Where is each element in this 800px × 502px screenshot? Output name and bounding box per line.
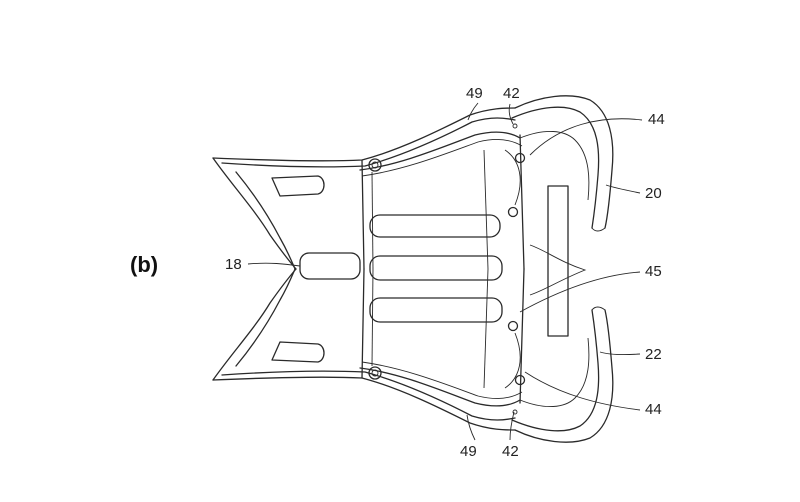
figure-label: (b)	[130, 252, 158, 277]
seat-bottom-half	[212, 268, 614, 443]
ref-20: 20	[645, 185, 662, 202]
ref-42-top: 42	[503, 85, 520, 102]
rear-panel	[547, 185, 569, 337]
ref-44-top: 44	[648, 111, 665, 128]
pad-lower	[369, 297, 503, 323]
ref-49-bottom: 49	[460, 443, 477, 460]
ref-18: 18	[225, 256, 242, 273]
ref-44-bottom: 44	[645, 401, 662, 418]
leader-lines	[247, 102, 643, 441]
ref-45: 45	[645, 263, 662, 280]
ref-49-top: 49	[466, 85, 483, 102]
pad-middle	[369, 255, 503, 281]
pad-upper	[369, 214, 501, 238]
pad-18	[299, 252, 361, 280]
ref-22: 22	[645, 346, 662, 363]
rear-contour	[529, 244, 587, 296]
seat-top-half	[212, 95, 614, 270]
ref-42-bottom: 42	[502, 443, 519, 460]
